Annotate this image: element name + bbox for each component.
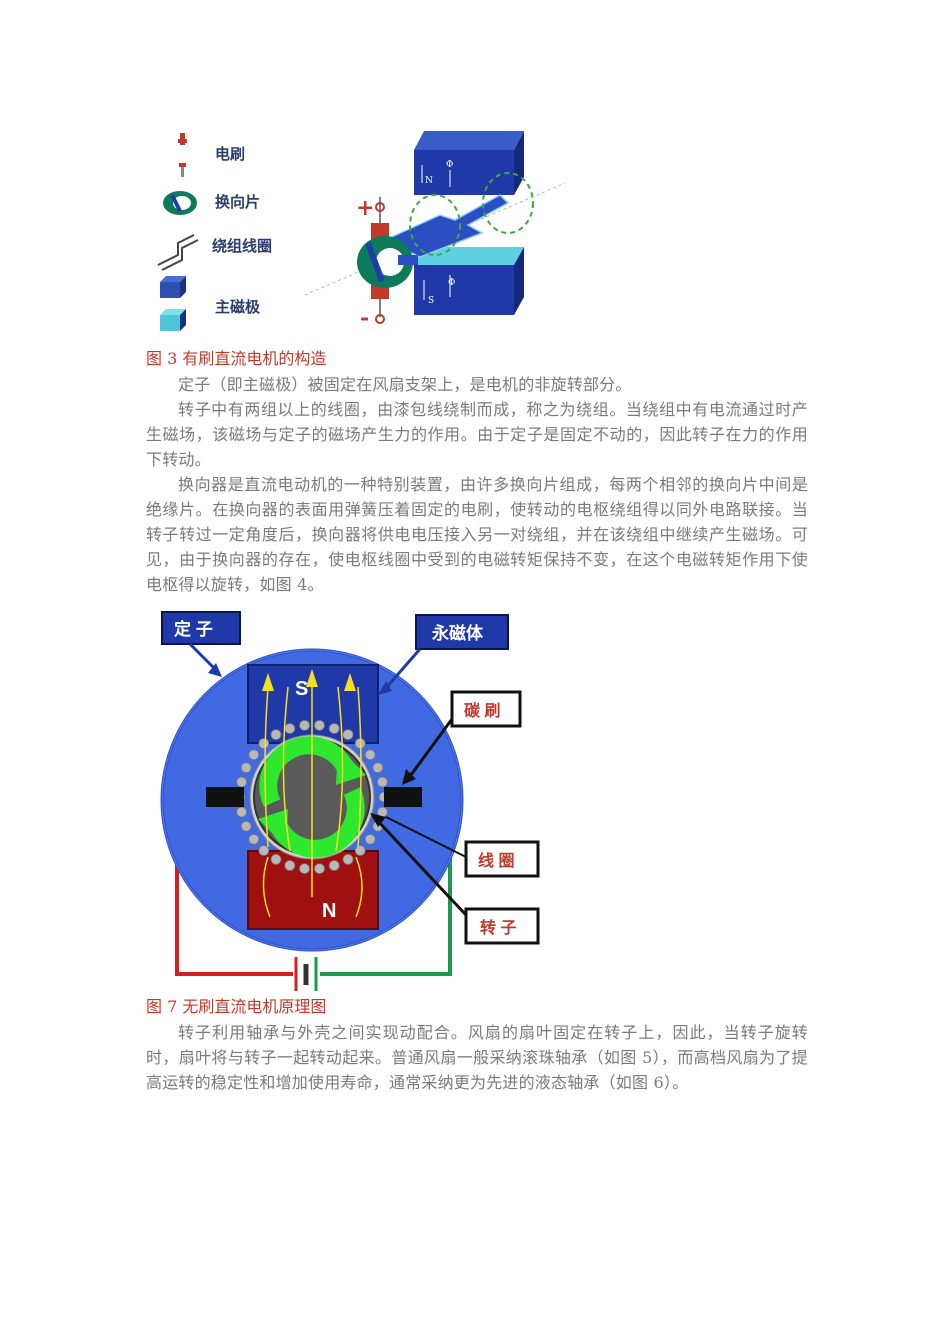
s-pole-label: S (295, 678, 308, 700)
coil-bead (258, 845, 270, 856)
winding-coil-icon (157, 234, 199, 271)
coil-bead (376, 776, 388, 788)
right-carbon-brush (384, 787, 422, 807)
rotor-label: 转 子 (480, 918, 516, 937)
figure-7-caption: 图 7 无刷直流电机原理图 (146, 997, 327, 1016)
coil-bead (284, 723, 296, 734)
bottom-magnet-pole: S Φ (414, 247, 524, 315)
coil-bead (328, 860, 340, 871)
coil-bead (299, 720, 310, 731)
stator-label: 定 子 (174, 619, 213, 639)
coil-bead (299, 863, 310, 875)
field-lines (262, 683, 363, 918)
coil-label: 线 圈 (478, 851, 514, 870)
legend-brush-label: 电刷 (215, 145, 245, 163)
brush-callout: 碳 刷 (402, 690, 522, 785)
paragraph-rotor: 转子中有两组以上的线圈，由漆包线绕制而成，称之为绕组。当绕组中有电流通过时产生磁… (146, 400, 808, 469)
brushed-motor-structure-figure: 电刷 换向片 绕组线圈 主磁极 N Φ S Φ (157, 131, 566, 331)
main-pole-icon (160, 276, 186, 331)
coil-bead (372, 762, 384, 774)
figure-3-caption: 图 3 有刷直流电机的构造 (146, 349, 327, 368)
minus-sign: - (360, 305, 369, 331)
top-magnet-pole: N Φ (414, 131, 524, 195)
coil-bead (342, 729, 354, 740)
coil-bead (364, 749, 376, 761)
coil-bead (258, 738, 270, 749)
legend-commutator-label: 换向片 (215, 193, 260, 211)
rotation-axis-line (304, 182, 566, 296)
coil-bead (270, 729, 282, 740)
legend-winding-label: 绕组线圈 (212, 237, 272, 255)
coil-bead (240, 820, 252, 832)
legend-main-pole-label: 主磁极 (215, 298, 261, 316)
field-arrow-heads (262, 669, 356, 691)
coil-bead (342, 853, 354, 865)
paragraph-bearing: 转子利用轴承与外壳之间实现动配合。风扇的扇叶固定在转子上，因此，当转子旋转时，扇… (146, 1023, 808, 1092)
coil-bead (314, 863, 325, 875)
coil-bead (248, 749, 260, 761)
paragraph-commutator: 换向器是直流电动机的一种特别装置，由许多换向片组成，每两个相邻的换向片中间是绝缘… (146, 475, 808, 594)
coil-bead (240, 762, 252, 774)
bottom-flux-label: Φ (448, 278, 455, 288)
plus-sign: + (356, 195, 374, 221)
brush-label: 碳 刷 (464, 701, 500, 720)
coil-bead (236, 806, 247, 818)
brush-icon (178, 133, 187, 177)
magnet-callout: 永磁体 (378, 614, 509, 695)
commutator-icon (163, 191, 197, 215)
top-flux-label: Φ (446, 160, 453, 170)
paragraph-stator: 定子（即主磁极）被固定在风扇支架上，是电机的非旋转部分。 (178, 375, 632, 394)
brushless-motor-figure: S N 定 子 永磁体 (160, 611, 540, 991)
coil-bead (284, 860, 296, 871)
coil-bead (314, 720, 325, 731)
top-pole-n-label: N (425, 176, 433, 186)
battery-icon (294, 957, 318, 991)
rotor-callout: 转 子 (370, 813, 540, 945)
coil-bead (236, 776, 247, 788)
coil-bead (248, 833, 260, 845)
coil-bead (270, 853, 282, 865)
bottom-pole-s-label: S (428, 296, 434, 306)
commutator-assembly (357, 197, 418, 324)
magnet-label: 永磁体 (431, 623, 484, 643)
coil-bead (364, 833, 376, 845)
coil-loop (383, 172, 534, 258)
coil-bead (354, 845, 366, 856)
stator-callout: 定 子 (161, 611, 241, 677)
n-pole-label: N (322, 900, 336, 922)
coil-bead (328, 723, 340, 734)
left-carbon-brush (206, 787, 244, 807)
coil-callout: 线 圈 (385, 816, 540, 878)
